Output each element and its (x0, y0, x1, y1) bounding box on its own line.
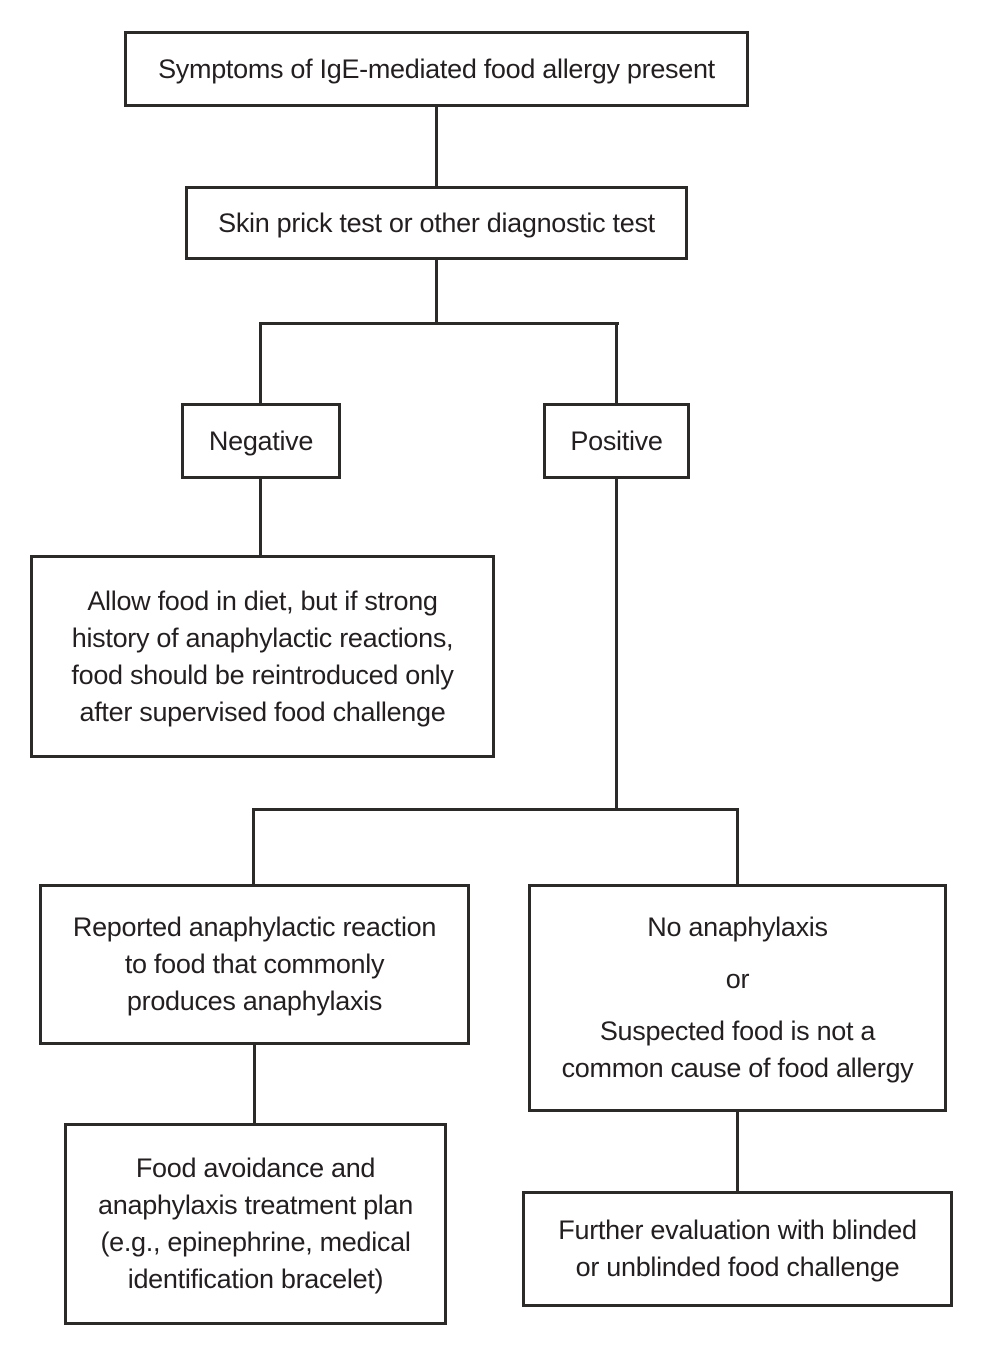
node-food-avoidance-plan-label: Food avoidance and anaphylaxis treatment… (98, 1153, 413, 1294)
node-no-anaphylaxis-line1: No anaphylaxis (647, 912, 828, 942)
connector-branch-to-negative (259, 322, 262, 403)
connector-symptoms-to-skinprick (435, 107, 438, 186)
connector-branch-to-noanaphylaxis (736, 808, 739, 884)
connector-branch-bar-top (259, 322, 619, 325)
node-food-avoidance-plan: Food avoidance and anaphylaxis treatment… (64, 1123, 447, 1325)
node-skin-prick-test: Skin prick test or other diagnostic test (185, 186, 688, 260)
connector-reported-to-foodavoidance (253, 1045, 256, 1123)
connector-positive-stem (615, 479, 618, 811)
node-further-evaluation-label: Further evaluation with blinded or unbli… (558, 1215, 917, 1282)
node-further-evaluation: Further evaluation with blinded or unbli… (522, 1191, 953, 1307)
node-no-anaphylaxis-or: or (725, 964, 750, 994)
node-symptoms-label: Symptoms of IgE-mediated food allergy pr… (158, 53, 715, 84)
node-reported-anaphylactic-reaction: Reported anaphylactic reaction to food t… (39, 884, 470, 1045)
node-allow-food-in-diet: Allow food in diet, but if strong histor… (30, 555, 495, 758)
node-negative: Negative (181, 403, 341, 479)
node-positive: Positive (543, 403, 690, 479)
node-skin-prick-test-label: Skin prick test or other diagnostic test (218, 207, 655, 238)
node-negative-label: Negative (208, 425, 314, 456)
connector-branch-to-positive (615, 322, 618, 403)
connector-skinprick-stem (435, 259, 438, 325)
connector-negative-to-allowfood (259, 479, 262, 555)
connector-branch-bar-bottom (252, 808, 739, 811)
node-no-anaphylaxis-suspected-food: Suspected food is not a common cause of … (561, 1016, 914, 1083)
connector-noanaphylaxis-to-furthereval (736, 1112, 739, 1191)
node-symptoms: Symptoms of IgE-mediated food allergy pr… (124, 31, 749, 107)
node-no-anaphylaxis: No anaphylaxis or Suspected food is not … (528, 884, 947, 1112)
connector-branch-to-reported (252, 808, 255, 884)
node-positive-label: Positive (570, 425, 663, 456)
node-allow-food-in-diet-label: Allow food in diet, but if strong histor… (71, 585, 454, 727)
node-reported-anaphylactic-reaction-label: Reported anaphylactic reaction to food t… (72, 912, 437, 1016)
